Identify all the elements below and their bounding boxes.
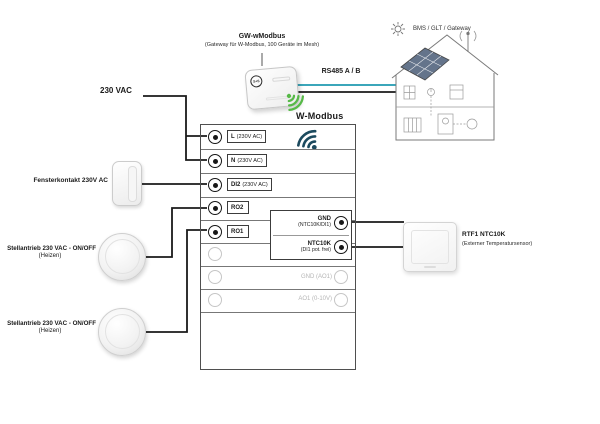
row-divider xyxy=(201,173,355,174)
wmodbus-label: W-Modbus xyxy=(296,111,344,121)
terminal-RO1-label: RO1 xyxy=(227,225,250,238)
terminal-L-label: L (230V AC) xyxy=(227,130,267,143)
terminal-L xyxy=(208,130,222,144)
sensor-terminal-box: GND (NTC10K/DI1) NTC10K (DI1 pot. frei) xyxy=(270,210,352,260)
power-230vac-label: 230 VAC xyxy=(100,86,132,95)
terminal-N-label: N (230V AC) xyxy=(227,154,267,167)
gateway-subtitle: (Gateway für W-Modbus, 100 Geräte im Mes… xyxy=(204,42,320,48)
row-divider xyxy=(201,289,355,290)
actuator-2-cap xyxy=(105,314,140,349)
terminal-RO2-label: RO2 xyxy=(227,201,250,214)
row-divider xyxy=(201,149,355,150)
solar-panel xyxy=(400,47,450,81)
terminal-GND xyxy=(334,215,348,230)
rtf1-sensor-device xyxy=(403,222,457,272)
bms-building-illustration xyxy=(391,22,499,141)
row-divider xyxy=(201,266,355,267)
wifi-icon-gateway xyxy=(286,93,305,112)
gateway-title: GW-wModbus xyxy=(238,33,286,40)
terminal-NTC10K xyxy=(334,240,348,255)
gateway-vent-slot xyxy=(272,76,291,82)
terminal-GND-label: GND (NTC10K/DI1) xyxy=(298,216,331,229)
row-divider xyxy=(201,197,355,198)
controller-block: L (230V AC) N (230V AC) DI2 (230V AC) RO… xyxy=(200,124,356,370)
sun-icon xyxy=(391,22,405,36)
window-contact-device xyxy=(112,161,142,206)
terminal-N xyxy=(208,154,222,168)
wire-230vac xyxy=(143,95,207,161)
actuator-2-device xyxy=(98,308,146,356)
terminal-AO1 xyxy=(334,293,348,307)
antenna-icon xyxy=(459,30,477,52)
actuator-1-device xyxy=(98,233,146,281)
rtf1-sensor-frame xyxy=(411,230,449,264)
rs485-label: RS485 A / B xyxy=(321,68,361,75)
terminal-RO1 xyxy=(208,225,222,239)
rtf1-sensor-slot xyxy=(424,266,436,268)
window-contact-detail xyxy=(128,166,137,202)
wire-actuator-1 xyxy=(146,207,207,258)
house-interior xyxy=(396,84,494,135)
terminal-DI2-label: DI2 (230V AC) xyxy=(227,178,272,191)
terminal-NTC10K-label: NTC10K (DI1 pot. frei) xyxy=(300,240,331,253)
wifi-icon-wmodbus xyxy=(297,129,317,150)
terminal-unused-3 xyxy=(208,293,222,307)
window-contact-label: Fensterkontakt 230V AC xyxy=(33,177,108,184)
actuator-1-cap xyxy=(105,239,140,274)
terminal-unused-1 xyxy=(208,247,222,261)
terminal-NTC10K-row: NTC10K (DI1 pot. frei) xyxy=(271,236,351,260)
terminal-GND-row: GND (NTC10K/DI1) xyxy=(271,211,351,235)
terminal-RO2 xyxy=(208,201,222,215)
rtf1-sensor-sublabel: (Externer Temperatursensor) xyxy=(462,241,533,247)
gateway-logo: S+S xyxy=(249,74,263,88)
terminal-AO1-label: AO1 (0-10V) xyxy=(262,296,332,302)
terminal-GND-AO1 xyxy=(334,270,348,284)
bms-label: BMS / GLT / Gateway xyxy=(413,26,471,32)
terminal-GND-AO1-label: GND (AO1) xyxy=(262,274,332,280)
terminal-DI2 xyxy=(208,178,222,192)
wire-actuator-2 xyxy=(146,229,207,333)
terminal-box-divider xyxy=(273,234,349,236)
rtf1-sensor-label: RTF1 NTC10K xyxy=(462,231,506,238)
actuator-2-label: Stellantrieb 230 VAC - ON/OFF (Heizen) xyxy=(7,320,96,334)
terminal-unused-2 xyxy=(208,270,222,284)
actuator-1-label: Stellantrieb 230 VAC - ON/OFF (Heizen) xyxy=(7,245,96,259)
row-divider xyxy=(201,312,355,313)
